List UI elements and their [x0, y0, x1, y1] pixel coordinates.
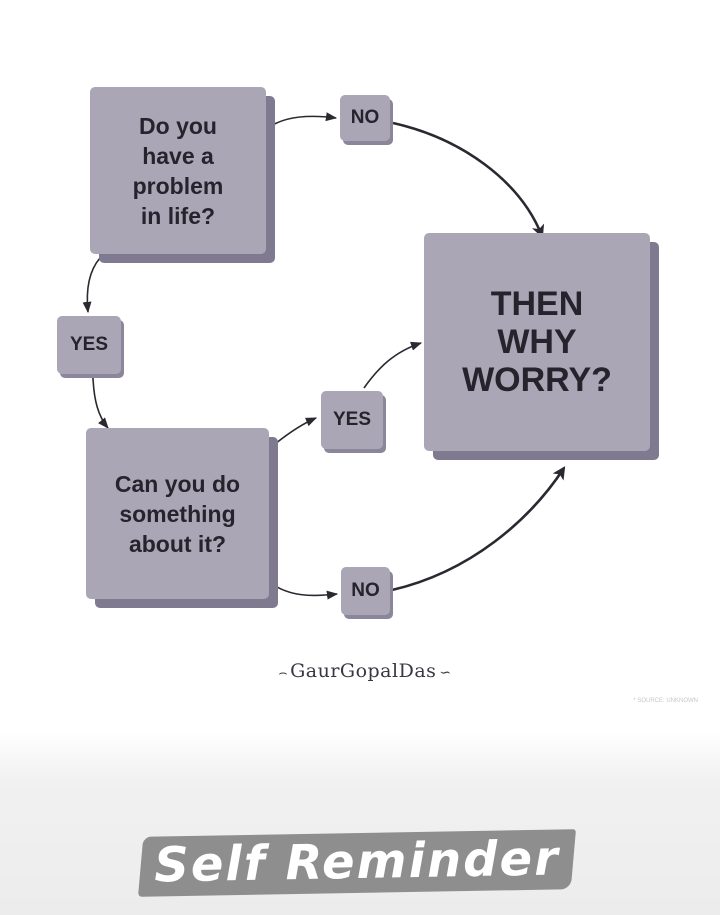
question-problem-text: Do you have a problem in life? [133, 111, 224, 231]
question-problem-line: have a [142, 142, 214, 169]
arrow-q2-to-yes [274, 417, 318, 445]
label-yes-mid: YES [321, 391, 383, 449]
arrow-q1-to-no [267, 112, 338, 129]
source-note: * SOURCE: UNKNOWN [633, 698, 698, 704]
question-do-something-text: Can you do something about it? [115, 469, 240, 559]
question-do-something-box: Can you do something about it? [86, 428, 269, 599]
question-do-something-line: Can you do [114, 470, 241, 497]
question-problem-box: Do you have a problem in life? [90, 87, 266, 254]
result-line: WHY [497, 323, 577, 361]
result-line: THEN [490, 285, 584, 323]
question-do-something-line: something [119, 500, 236, 527]
question-do-something-line: about it? [128, 530, 227, 557]
label-yes-left: YES [57, 316, 121, 374]
question-problem-line: in life? [140, 202, 216, 229]
arrow-q2-to-no [271, 583, 339, 600]
label-no-top: NO [340, 95, 390, 141]
author-signature: GaurGopalDas [250, 660, 480, 690]
result-text: THEN WHY WORRY? [462, 285, 612, 399]
self-reminder-banner: Self Reminder [153, 830, 561, 894]
question-problem-line: problem [132, 172, 224, 199]
arrow-yes-to-result [363, 341, 423, 389]
result-box: THEN WHY WORRY? [424, 233, 650, 451]
arrow-no-bottom-to-result [391, 466, 566, 592]
arrow-yes-to-q2 [92, 377, 109, 429]
arrow-no-to-result [392, 121, 545, 239]
label-no-bottom: NO [341, 567, 390, 615]
question-problem-line: Do you [139, 112, 217, 139]
arrow-q1-to-yes [82, 257, 101, 314]
result-line: WORRY? [462, 361, 612, 399]
